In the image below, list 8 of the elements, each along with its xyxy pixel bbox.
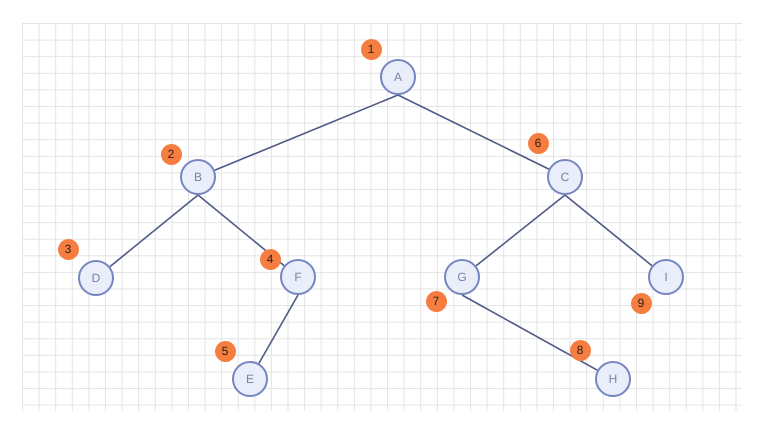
connector-line (198, 194, 285, 266)
connector-line (110, 194, 198, 268)
connector-line (398, 94, 550, 170)
connector-line (214, 94, 398, 171)
connector-line (258, 294, 299, 364)
connector-line (462, 294, 598, 371)
connector-line (476, 194, 566, 266)
connector-line (564, 194, 652, 266)
